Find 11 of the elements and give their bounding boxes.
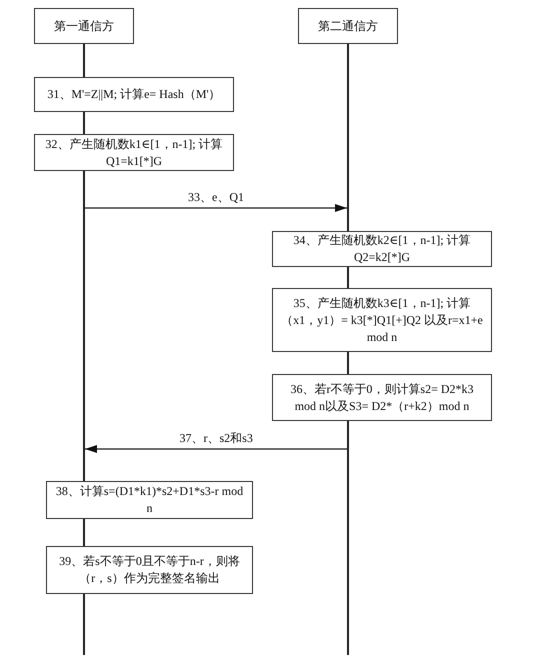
process-box: 32、产生随机数k1∈[1，n-1]; 计算Q1=k1[*]G (34, 134, 234, 171)
process-box: 35、产生随机数k3∈[1，n-1]; 计算（x1，y1）= k3[*]Q1[+]Q2 以及r=x1+e mod n (272, 288, 492, 352)
process-box: 31、M'=Z||M; 计算e= Hash（M'） (34, 77, 234, 112)
message-arrow (85, 204, 347, 212)
process-box: 39、若s不等于0且不等于n-r，则将（r，s）作为完整签名输出 (46, 546, 253, 594)
process-box: 34、产生随机数k2∈[1，n-1]; 计算Q2=k2[*]G (272, 231, 492, 267)
process-box: 36、若r不等于0，则计算s2= D2*k3 mod n以及S3= D2*（r+k2）mod n (272, 374, 492, 421)
participant-box: 第一通信方 (34, 8, 134, 44)
process-box: 38、计算s=(D1*k1)*s2+D1*s3-r mod n (46, 481, 253, 519)
message-arrow (85, 445, 347, 453)
participant-box: 第二通信方 (298, 8, 398, 44)
